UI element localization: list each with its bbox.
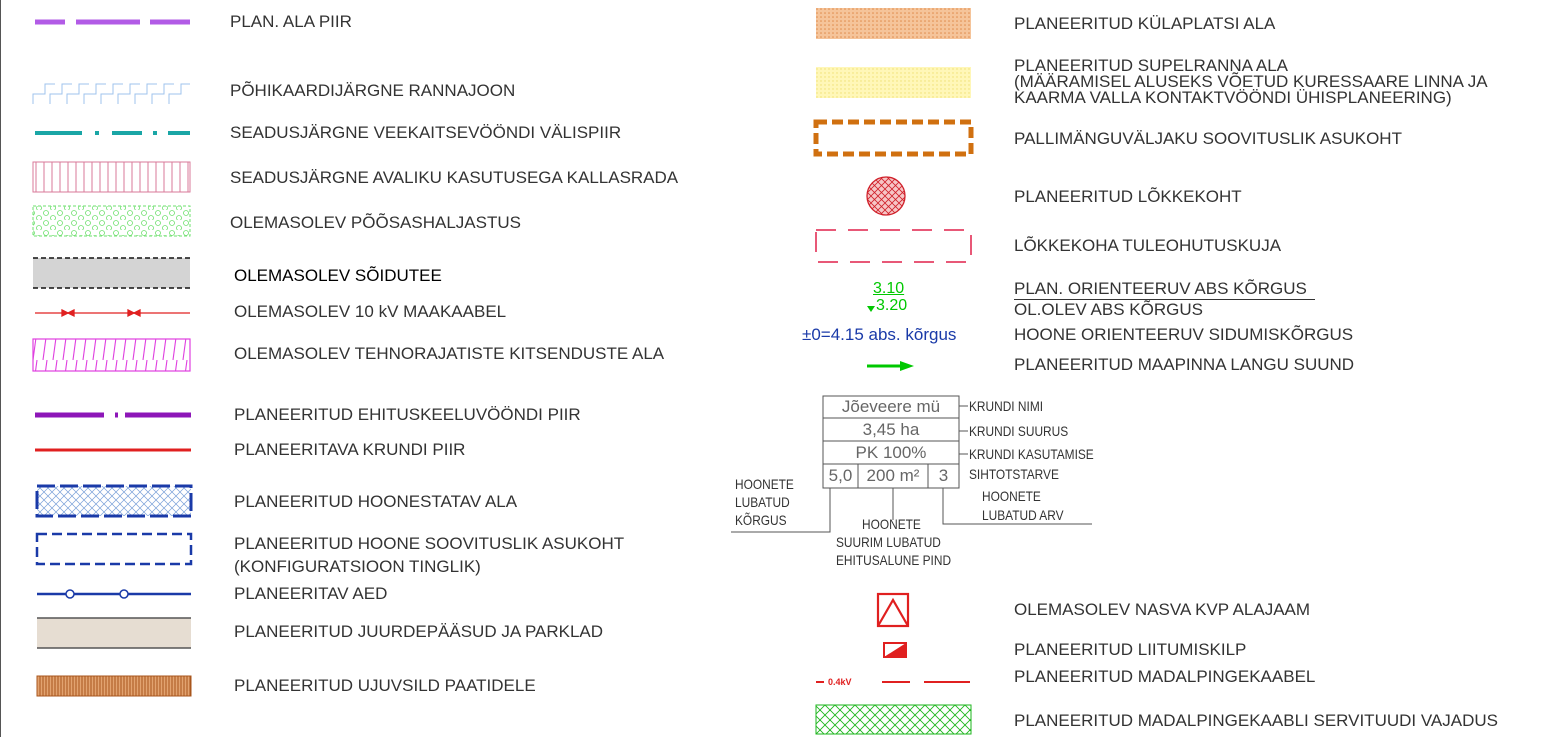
hoonestatav-ala-label: PLANEERITUD HOONESTATAV ALA: [234, 492, 518, 511]
ujuvsild-label: PLANEERITUD UJUVSILD PAATIDELE: [234, 676, 536, 695]
rannajoon-label: PÕHIKAARDIJÄRGNE RANNAJOON: [230, 81, 516, 100]
rannajoon-symbol: [32, 83, 190, 104]
plot-purpose-value: PK 100%: [855, 443, 927, 462]
plot-height-caption-1: HOONETE: [735, 476, 794, 492]
supelrand-symbol: [816, 67, 971, 98]
pallimanguvaljak-symbol: [813, 119, 974, 157]
plot-area-value: 200 m²: [866, 466, 920, 485]
lokkekoht-symbol: [866, 176, 906, 216]
maakaabel-symbol: [35, 308, 190, 318]
alajaam-label: OLEMASOLEV NASVA KVP ALAJAAM: [1014, 600, 1311, 619]
juurdepaasud-symbol: [37, 617, 191, 649]
kallasrada-symbol: [32, 161, 191, 193]
plot-count-value: 3: [938, 466, 949, 485]
plot-area-caption-2: SUURIM LUBATUD: [836, 534, 941, 550]
soidutee-label: OLEMASOLEV SÕIDUTEE: [234, 266, 442, 285]
poosashaljastus-label: OLEMASOLEV PÕÕSASHALJASTUS: [230, 213, 521, 232]
sidumiskorgus-label: HOONE ORIENTEERUV SIDUMISKÕRGUS: [1014, 325, 1354, 344]
elevation-arrow: [867, 306, 875, 312]
supelrand-label-2: (MÄÄRAMISEL ALUSEKS VÕETUD KURESSAARE LI…: [1014, 72, 1488, 91]
orient-korgus-label: PLAN. ORIENTEERUV ABS KÕRGUS: [1014, 279, 1315, 300]
hoone-asukoht-label-1: PLANEERITUD HOONE SOOVITUSLIK ASUKOHT: [234, 534, 625, 553]
liitumiskilp-symbol: [883, 642, 907, 658]
plot-height-caption-3: KÕRGUS: [735, 512, 787, 528]
plot-area-caption-1: HOONETE: [862, 516, 921, 532]
supelrand-label-3: KAARMA VALLA KONTAKTVÖÖNDI ÜHISPLANEERIN…: [1014, 88, 1452, 107]
juurdepaasud-label: PLANEERITUD JUURDEPÄÄSUD JA PARKLAD: [234, 622, 604, 641]
plot-purpose-caption-2: SIHTOTSTARVE: [969, 466, 1059, 482]
plot-name-caption: KRUNDI NIMI: [969, 398, 1044, 414]
hoone-asukoht-label-2: (KONFIGURATSIOON TINGLIK): [234, 557, 481, 576]
tuleohutuskuja-symbol: [815, 229, 972, 263]
tehnorajatised-label: OLEMASOLEV TEHNORAJATISTE KITSENDUSTE AL…: [234, 344, 665, 363]
krundi-piir-label: PLANEERITAVA KRUNDI PIIR: [234, 440, 466, 459]
plot-name-value: Jõeveere mü: [841, 397, 941, 416]
plot-height-value: 5,0: [828, 466, 853, 485]
soidutee-symbol: [33, 257, 190, 289]
zero-elevation-label: ±0=4.15 abs. kõrgus: [802, 325, 957, 344]
cable-voltage-tag: 0.4kV: [828, 677, 852, 687]
pallimanguvaljak-label: PALLIMÄNGUVÄLJAKU SOOVITUSLIK ASUKOHT: [1014, 129, 1402, 148]
plot-box-lines: [731, 395, 1092, 533]
veekaitsevoond-label: SEADUSJÄRGNE VEEKAITSEVÖÖNDI VÄLISPIIR: [230, 123, 622, 142]
poosashaljastus-symbol: [32, 205, 191, 237]
plot-size-value: 3,45 ha: [862, 420, 920, 439]
maakaabel-label: OLEMASOLEV 10 kV MAAKAABEL: [234, 302, 507, 321]
plot-purpose-caption-1: KRUNDI KASUTAMISE: [969, 446, 1094, 462]
plan-ala-piir-label: PLAN. ALA PIIR: [230, 12, 352, 31]
alajaam-symbol: [876, 592, 910, 628]
supelrand-label-1: PLANEERITUD SUPELRANNA ALA: [1014, 56, 1288, 75]
plot-count-caption-1: HOONETE: [982, 488, 1041, 504]
plot-size-caption: KRUNDI SUURUS: [969, 423, 1069, 439]
kallasrada-label: SEADUSJÄRGNE AVALIKU KASUTUSEGA KALLASRA…: [230, 168, 679, 187]
tehnorajatised-symbol: [32, 338, 191, 372]
legend-symbols-left: [32, 19, 1092, 697]
elevation-planned: 3.10: [873, 280, 905, 297]
madalpingekaabel-label: PLANEERITUD MADALPINGEKAABEL: [1014, 667, 1316, 686]
elevation-existing: 3.20: [876, 297, 908, 314]
aed-label: PLANEERITAV AED: [234, 584, 388, 603]
kulaplats-label: PLANEERITUD KÜLAPLATSI ALA: [1014, 14, 1276, 33]
langu-suund-label: PLANEERITUD MAAPINNA LANGU SUUND: [1014, 355, 1355, 374]
olev-korgus-label: OL.OLEV ABS KÕRGUS: [1014, 300, 1203, 319]
tuleohutuskuja-label: LÕKKEKOHA TULEOHUTUSKUJA: [1014, 236, 1282, 255]
hoonestatav-ala-symbol: [35, 484, 193, 518]
frame-border: [0, 0, 1, 737]
liitumiskilp-label: PLANEERITUD LIITUMISKILP: [1014, 640, 1247, 659]
ujuvsild-symbol: [36, 675, 192, 697]
plot-count-caption-2: LUBATUD ARV: [982, 507, 1064, 523]
plot-area-caption-3: EHITUSALUNE PIND: [836, 552, 952, 568]
legend-symbols-right: [813, 8, 974, 735]
ehituskeeluvoond-label: PLANEERITUD EHITUSKEELUVÖÖNDI PIIR: [234, 405, 581, 424]
servituut-symbol: [815, 704, 972, 735]
aed-symbol: [37, 589, 191, 599]
plot-height-caption-2: LUBATUD: [735, 494, 790, 510]
hoone-asukoht-symbol: [35, 532, 193, 566]
kulaplats-symbol: [816, 8, 971, 39]
langu-suund-symbol: [867, 361, 914, 371]
servituut-label: PLANEERITUD MADALPINGEKAABLI SERVITUUDI …: [1014, 711, 1498, 730]
lokkekoht-label: PLANEERITUD LÕKKEKOHT: [1014, 187, 1242, 206]
